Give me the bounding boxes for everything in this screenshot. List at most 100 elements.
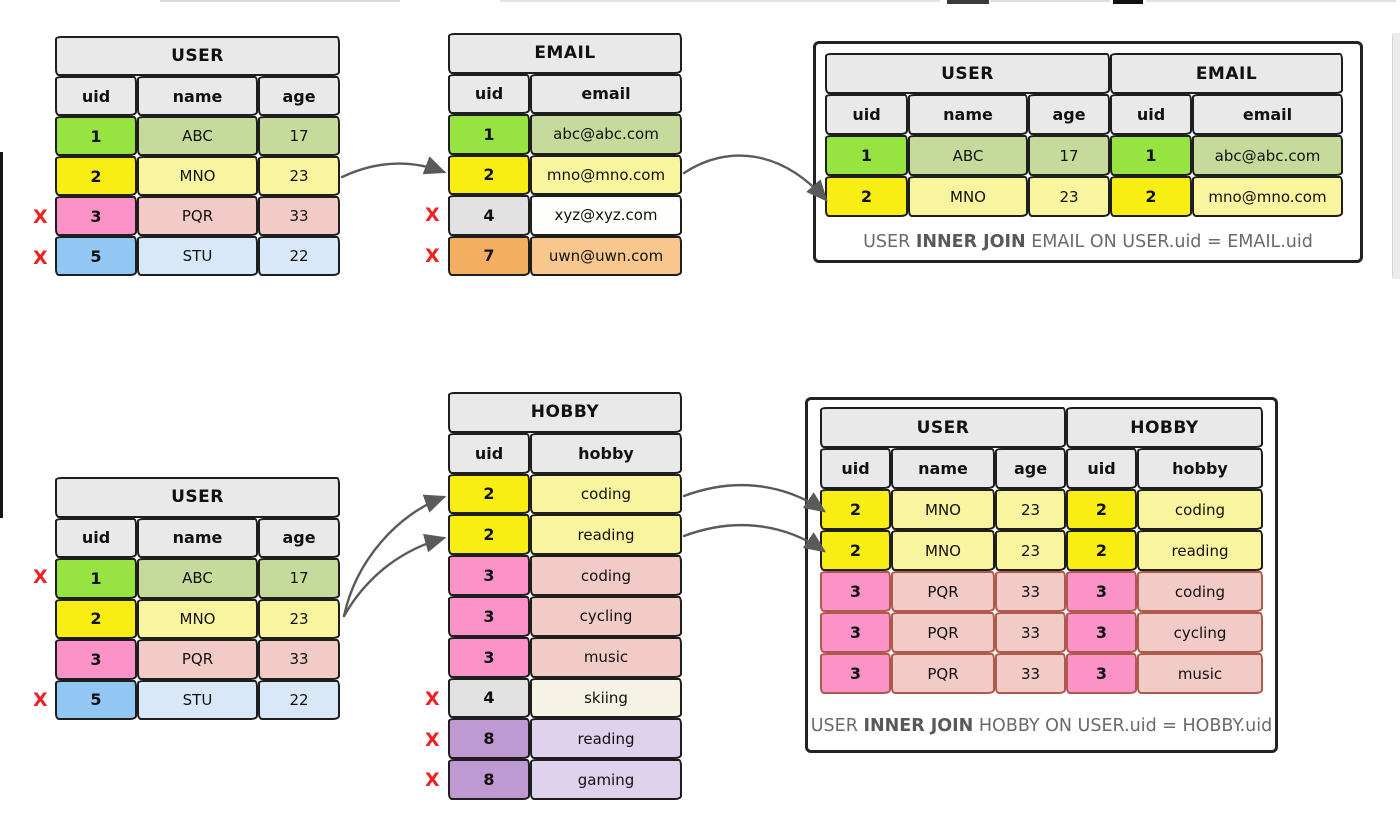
table-cell: 23 — [258, 156, 340, 196]
table-cell: coding — [1137, 571, 1263, 612]
column-header: uid — [1066, 448, 1137, 489]
table-cell: 2 — [820, 530, 891, 571]
table-cell: reading — [530, 514, 682, 556]
exclude-x-mark: X — [425, 729, 440, 751]
cropped-artifact-top-line-4 — [1146, 0, 1396, 2]
table-cell: 3 — [1066, 612, 1137, 653]
table-cell: 2 — [55, 156, 137, 196]
cropped-artifact-right-sliver — [1392, 33, 1400, 279]
column-header: uid — [825, 94, 908, 135]
table-cell: 2 — [820, 489, 891, 530]
column-header: name — [908, 94, 1028, 135]
table-cell: coding — [1137, 489, 1263, 530]
cropped-artifact-top-line-1 — [160, 0, 400, 2]
table-cell: 22 — [258, 679, 340, 720]
table-cell: STU — [137, 679, 258, 720]
table-cell: mno@mno.com — [530, 154, 682, 195]
table-cell: 2 — [448, 514, 530, 556]
table-title: USER — [55, 477, 340, 518]
exclude-x-mark: X — [425, 688, 440, 710]
table-cell: xyz@xyz.com — [530, 195, 682, 236]
column-header: uid — [448, 432, 530, 474]
table-cell: reading — [1137, 530, 1263, 571]
table-title: USER — [55, 36, 340, 76]
table-cell: 4 — [448, 677, 530, 719]
join-arrow-hobby-result-2 — [682, 523, 826, 553]
table-cell: abc@abc.com — [1192, 135, 1343, 176]
table-cell: PQR — [891, 653, 995, 694]
table-cell: 3 — [820, 571, 891, 612]
table-cell: 2 — [1066, 489, 1137, 530]
email-table: EMAIL uid email 1 abc@abc.com 2 mno@mno.… — [448, 33, 682, 276]
table-cell: MNO — [137, 598, 258, 639]
group-header: EMAIL — [1110, 53, 1343, 94]
exclude-x-mark: X — [33, 689, 48, 711]
table-cell: 2 — [448, 473, 530, 515]
table-cell: cycling — [1137, 612, 1263, 653]
exclude-x-mark: X — [425, 769, 440, 791]
table-cell: 33 — [995, 571, 1066, 612]
table-cell: 8 — [448, 759, 530, 800]
table-cell: 3 — [820, 653, 891, 694]
table-cell: 3 — [448, 636, 530, 678]
table-cell: gaming — [530, 759, 682, 800]
cropped-artifact-top-blob — [947, 0, 989, 4]
table-title: EMAIL — [448, 33, 682, 74]
table-cell: skiing — [530, 677, 682, 719]
table-cell: 3 — [448, 595, 530, 637]
table-cell: PQR — [137, 639, 258, 680]
join-arrow-user-hobby-2 — [342, 533, 447, 618]
caption-bold: INNER JOIN — [915, 232, 1026, 252]
table-cell: 3 — [55, 196, 137, 236]
table-cell: 5 — [55, 236, 137, 276]
column-header: email — [1192, 94, 1343, 135]
column-header: email — [530, 73, 682, 114]
table-cell: 17 — [1028, 135, 1110, 176]
table-cell: 17 — [258, 558, 340, 599]
table-cell: 22 — [258, 236, 340, 276]
table-cell: reading — [530, 718, 682, 760]
group-header: USER — [820, 407, 1066, 448]
user-table-bottom: USER uid name age 1 ABC 17 2 MNO 23 3 PQ… — [55, 477, 340, 720]
table-cell: 1 — [448, 114, 530, 155]
table-cell: music — [530, 636, 682, 678]
table-cell: 23 — [258, 598, 340, 639]
table-cell: 33 — [258, 196, 340, 236]
cropped-artifact-left-line — [0, 152, 3, 518]
exclude-x-mark: X — [425, 204, 440, 226]
table-cell: 2 — [55, 598, 137, 639]
join-caption: USER INNER JOIN EMAIL ON USER.uid = EMAI… — [816, 232, 1360, 252]
exclude-x-mark: X — [33, 566, 48, 588]
table-cell: 23 — [995, 489, 1066, 530]
caption-pre: USER — [810, 716, 864, 736]
table-cell: coding — [530, 555, 682, 596]
join-arrow-email-result — [682, 154, 828, 202]
table-cell: cycling — [530, 595, 682, 637]
table-cell: 23 — [1028, 176, 1110, 217]
result-table-user-email: USER EMAIL uid name age uid email 1 ABC … — [825, 53, 1343, 217]
table-cell: 2 — [1110, 176, 1192, 217]
column-header: age — [258, 76, 340, 116]
table-cell: 3 — [1066, 653, 1137, 694]
table-cell: ABC — [908, 135, 1028, 176]
table-cell: 1 — [1110, 135, 1192, 176]
table-cell: music — [1137, 653, 1263, 694]
join-caption: USER INNER JOIN HOBBY ON USER.uid = HOBB… — [808, 716, 1275, 736]
join-arrow-user-hobby-1 — [342, 494, 447, 618]
exclude-x-mark: X — [33, 206, 48, 228]
column-header: age — [258, 517, 340, 558]
column-header: uid — [820, 448, 891, 489]
table-cell: MNO — [908, 176, 1028, 217]
table-title: HOBBY — [448, 392, 682, 433]
column-header: hobby — [1137, 448, 1263, 489]
table-cell: MNO — [137, 156, 258, 196]
column-header: name — [137, 517, 258, 558]
table-cell: 2 — [1066, 530, 1137, 571]
table-cell: 3 — [1066, 571, 1137, 612]
column-header: age — [1028, 94, 1110, 135]
caption-pre: USER — [863, 232, 916, 252]
column-header: uid — [448, 73, 530, 114]
table-cell: PQR — [891, 571, 995, 612]
column-header: name — [891, 448, 995, 489]
table-cell: 1 — [825, 135, 908, 176]
